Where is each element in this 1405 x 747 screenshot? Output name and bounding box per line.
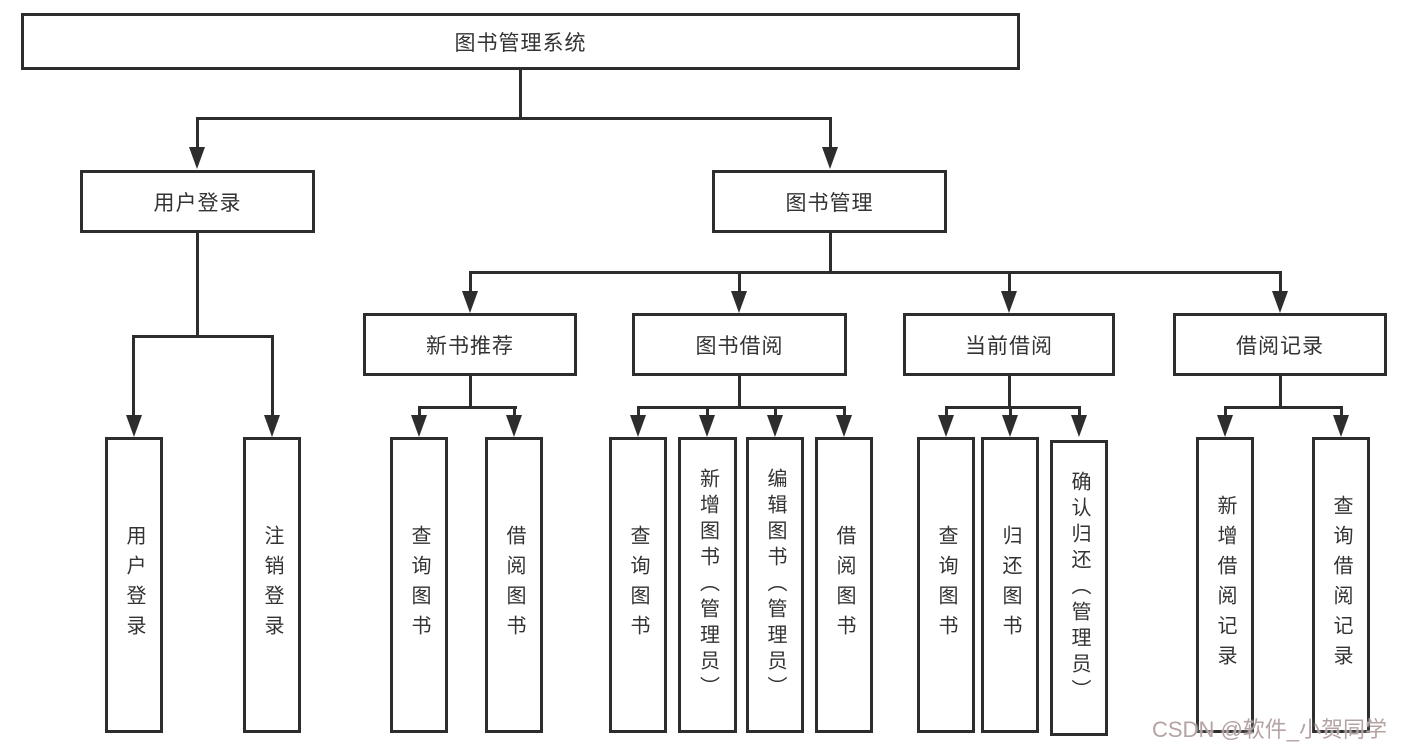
connector-line — [469, 271, 1282, 274]
connector-line — [196, 117, 832, 120]
connector-line — [418, 406, 517, 409]
arrow-down-icon — [1333, 415, 1349, 437]
arrow-down-icon — [126, 415, 142, 437]
connector-line — [132, 335, 135, 417]
connector-line — [829, 233, 832, 274]
connector-line — [829, 117, 832, 148]
arrow-down-icon — [699, 415, 715, 437]
connector-line — [1008, 271, 1011, 293]
connector-line — [469, 271, 472, 293]
connector-line — [706, 406, 709, 417]
connector-line — [132, 335, 274, 338]
node-borrow-records: 借阅记录 — [1173, 313, 1387, 376]
arrow-down-icon — [506, 415, 522, 437]
leaf-query-borrow-record: 查询借阅记录 — [1312, 437, 1370, 733]
connector-line — [738, 271, 741, 293]
leaf-edit-books-admin: 编辑图书（管理员） — [746, 437, 804, 733]
connector-line — [1224, 406, 1227, 417]
leaf-user-login: 用户登录 — [105, 437, 163, 733]
arrow-down-icon — [1071, 415, 1087, 437]
leaf-confirm-return-admin: 确认归还（管理员） — [1050, 440, 1108, 736]
arrow-down-icon — [1002, 415, 1018, 437]
arrow-down-icon — [767, 415, 783, 437]
connector-line — [271, 335, 274, 417]
arrow-down-icon — [189, 147, 205, 169]
connector-line — [1279, 376, 1282, 409]
leaf-add-borrow-record: 新增借阅记录 — [1196, 437, 1254, 733]
csdn-watermark: CSDN @软件_小贺同学 — [1152, 717, 1388, 742]
arrow-down-icon — [731, 291, 747, 313]
arrow-down-icon — [1217, 415, 1233, 437]
arrow-down-icon — [630, 415, 646, 437]
connector-line — [418, 406, 421, 417]
connector-line — [1279, 271, 1282, 293]
node-user-login: 用户登录 — [80, 170, 315, 233]
arrow-down-icon — [264, 415, 280, 437]
connector-line — [519, 70, 522, 118]
node-current-borrowing: 当前借阅 — [903, 313, 1115, 376]
connector-line — [945, 406, 1081, 409]
connector-line — [1078, 406, 1081, 417]
arrow-down-icon — [1272, 291, 1288, 313]
leaf-query-books: 查询图书 — [917, 437, 975, 733]
node-book-management: 图书管理 — [712, 170, 947, 233]
arrow-down-icon — [938, 415, 954, 437]
arrow-down-icon — [1001, 291, 1017, 313]
connector-line — [843, 406, 846, 417]
leaf-borrow-books: 借阅图书 — [485, 437, 543, 733]
leaf-add-books-admin: 新增图书（管理员） — [678, 437, 737, 733]
leaf-query-books: 查询图书 — [609, 437, 667, 733]
arrow-down-icon — [411, 415, 427, 437]
connector-line — [637, 406, 640, 417]
connector-line — [1340, 406, 1343, 417]
connector-line — [469, 376, 472, 409]
connector-line — [1224, 406, 1343, 409]
connector-line — [945, 406, 948, 417]
node-library-management-system: 图书管理系统 — [21, 13, 1020, 70]
connector-line — [196, 117, 199, 148]
connector-line — [196, 233, 199, 338]
connector-line — [738, 376, 741, 409]
arrow-down-icon — [836, 415, 852, 437]
arrow-down-icon — [822, 147, 838, 169]
leaf-borrow-books: 借阅图书 — [815, 437, 873, 733]
connector-line — [1009, 406, 1012, 417]
node-new-book-recommend: 新书推荐 — [363, 313, 577, 376]
leaf-query-books: 查询图书 — [390, 437, 448, 733]
leaf-logout: 注销登录 — [243, 437, 301, 733]
connector-line — [774, 406, 777, 417]
connector-line — [513, 406, 516, 417]
leaf-return-books: 归还图书 — [981, 437, 1039, 733]
connector-line — [1008, 376, 1011, 409]
arrow-down-icon — [462, 291, 478, 313]
node-book-borrowing: 图书借阅 — [632, 313, 847, 376]
connector-line — [637, 406, 846, 409]
